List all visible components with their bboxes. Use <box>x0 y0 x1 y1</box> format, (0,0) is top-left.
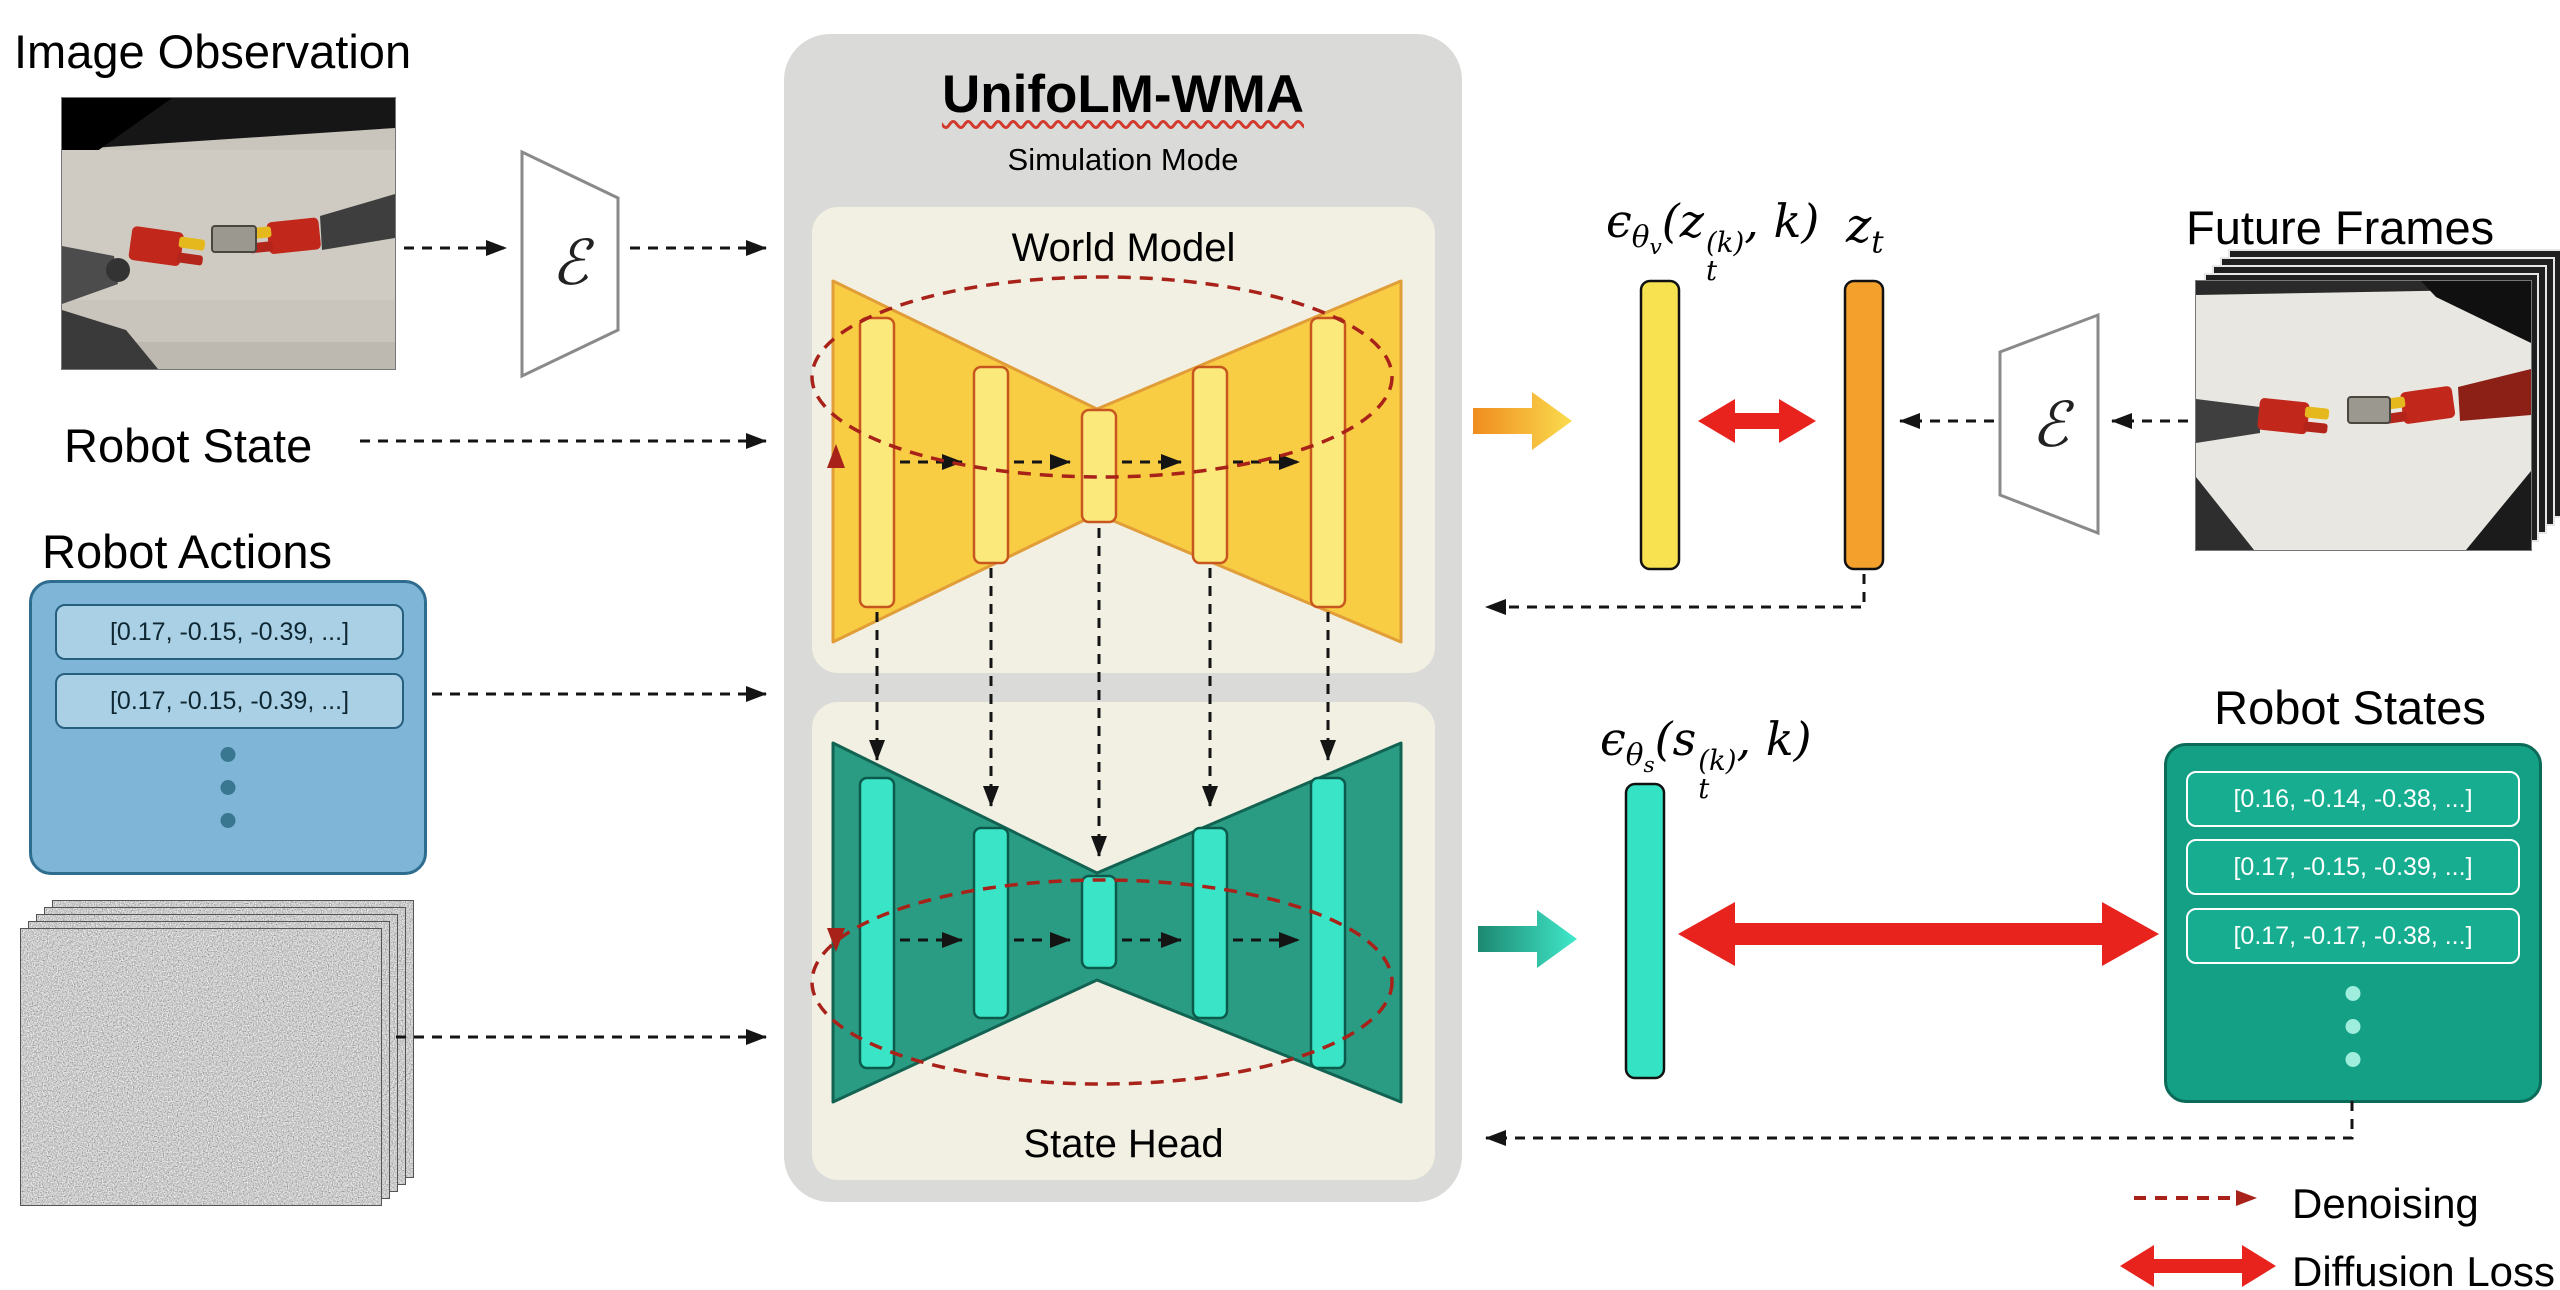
legend-diffusion-loss-label: Diffusion Loss <box>2292 1248 2556 1290</box>
world-model-panel <box>812 207 1435 673</box>
diagram-title: UnifoLM-WMA <box>784 64 1462 125</box>
ellipsis-dots <box>2345 986 2361 1067</box>
robot-workspace-scene <box>62 98 395 369</box>
robot-workspace-scene-2 <box>2196 281 2531 550</box>
noise-frame-front <box>20 928 382 1206</box>
robot-state-label: Robot State <box>64 419 313 472</box>
state-vector-row: [0.17, -0.17, -0.38, ...] <box>2186 908 2520 964</box>
sh-output-arrow <box>1478 910 1577 968</box>
action-vector-row: [0.17, -0.15, -0.39, ...] <box>55 604 404 660</box>
wm-output-arrow <box>1473 392 1572 450</box>
state-head-panel <box>812 702 1435 1180</box>
image-observation-photo <box>62 98 395 369</box>
state-head-label: State Head <box>1023 1122 1224 1166</box>
diagram-title-text: UnifoLM-WMA <box>941 65 1305 124</box>
encoder-left-symbol: ℰ <box>551 226 589 299</box>
noise-prediction-video-label: ϵθv(z(k)t, k) <box>1606 194 1820 287</box>
mode-subtitle: Simulation Mode <box>1007 142 1239 177</box>
noise-prediction-bar <box>1639 279 1681 571</box>
robot-states-box: [0.16, -0.14, -0.38, ...] [0.17, -0.15, … <box>2164 743 2542 1103</box>
legend-denoising-label: Denoising <box>2292 1180 2479 1227</box>
state-vector-row: [0.17, -0.15, -0.39, ...] <box>2186 839 2520 895</box>
image-observation-label: Image Observation <box>14 25 412 78</box>
epsilon-symbol: ϵ <box>1606 194 1632 248</box>
noise-frames-stack <box>20 900 414 1206</box>
noise-prediction-state-label: ϵθs(s(k)t, k) <box>1600 712 1812 805</box>
future-frames-label: Future Frames <box>2186 201 2495 254</box>
state-vector-row: [0.16, -0.14, -0.38, ...] <box>2186 771 2520 827</box>
encoder-right-symbol: ℰ <box>2031 388 2069 461</box>
diffusion-loss-arrow-state <box>1678 902 2159 966</box>
ellipsis-dots <box>220 747 236 828</box>
robot-states-label: Robot States <box>2214 681 2486 734</box>
robot-actions-label: Robot Actions <box>42 525 333 578</box>
legend-diffusion-loss-arrow <box>2120 1245 2276 1287</box>
robot-actions-box: [0.17, -0.15, -0.39, ...] [0.17, -0.15, … <box>29 580 427 875</box>
future-frame-photo <box>2196 281 2531 550</box>
latent-zt-label: zt <box>1846 198 1884 261</box>
world-model-label: World Model <box>1011 226 1236 270</box>
diffusion-loss-arrow-video <box>1698 399 1816 443</box>
latent-zt-bar <box>1843 279 1885 571</box>
action-vector-row: [0.17, -0.15, -0.39, ...] <box>55 673 404 729</box>
epsilon-symbol: ϵ <box>1600 712 1626 766</box>
arrow-states-feedback <box>1485 1101 2354 1146</box>
state-prediction-bar <box>1624 782 1666 1080</box>
future-frames-stack <box>2196 247 2560 551</box>
arrow-latent-feedback <box>1485 574 1866 615</box>
